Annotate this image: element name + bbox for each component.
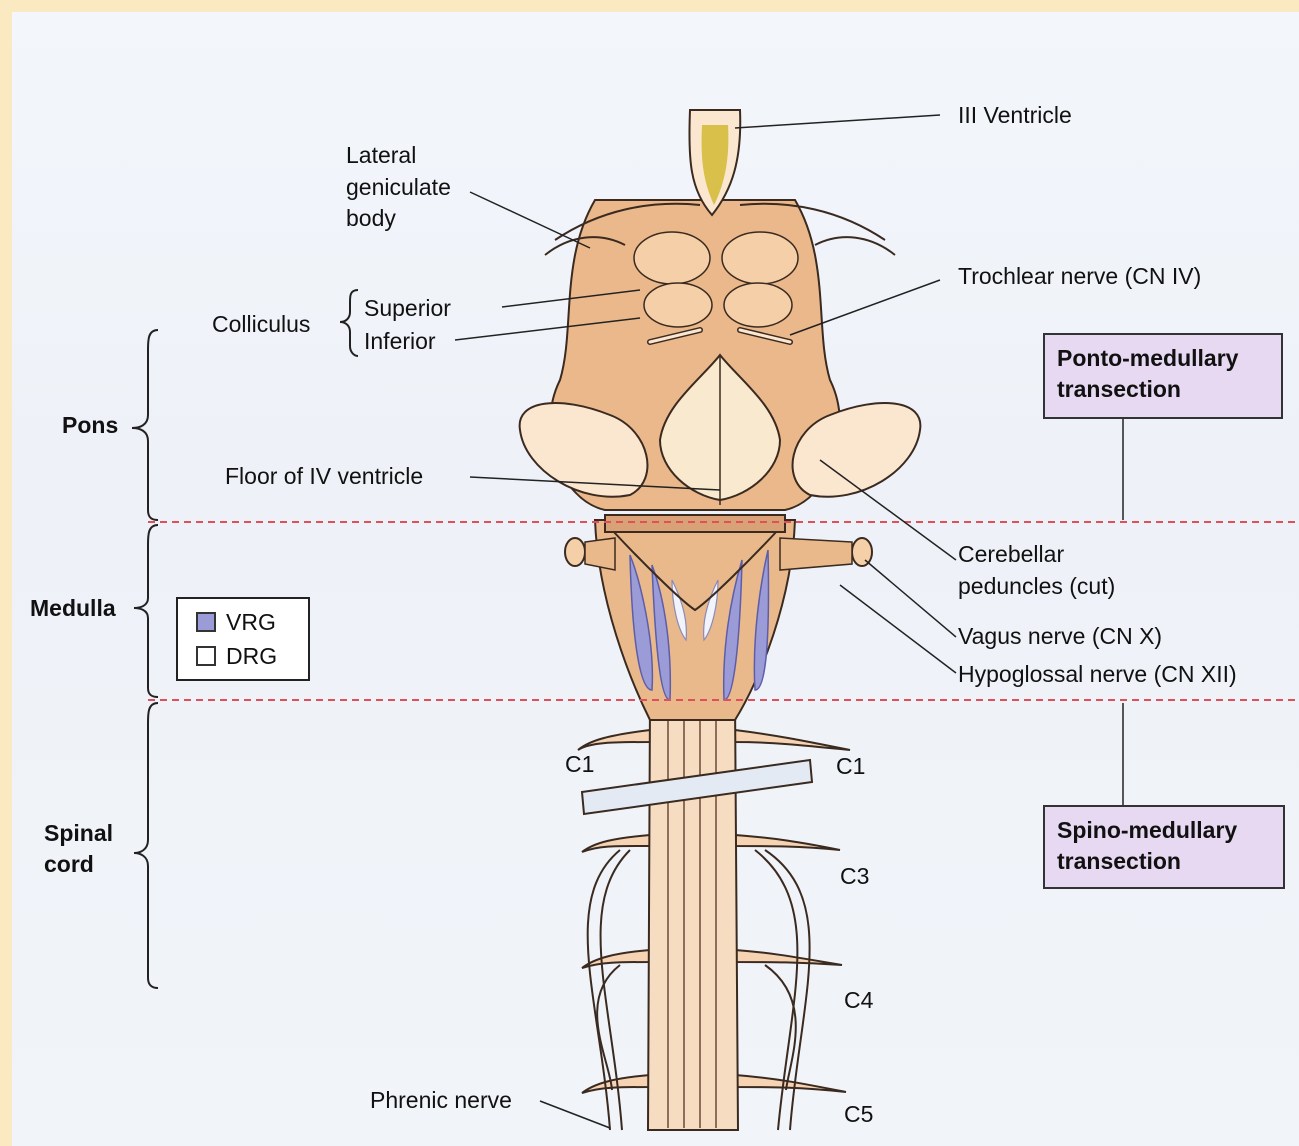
label-iii-ventricle: III Ventricle <box>958 101 1072 131</box>
label-vagus-nerve: Vagus nerve (CN X) <box>958 622 1162 652</box>
label-lateral-geniculate-body: Lateral geniculate body <box>346 140 451 235</box>
label-c4: C4 <box>844 986 873 1016</box>
label-pons: Pons <box>62 411 118 441</box>
vrg-swatch <box>196 612 216 632</box>
ponto-medullary-box: Ponto-medullary transection <box>1043 333 1283 419</box>
label-c3: C3 <box>840 862 869 892</box>
label-spinal-cord: Spinal cord <box>44 818 113 880</box>
label-hypoglossal-nerve: Hypoglossal nerve (CN XII) <box>958 660 1237 690</box>
label-c1-left: C1 <box>565 750 594 780</box>
label-colliculus: Colliculus <box>212 310 310 340</box>
label-cerebellar-peduncles: Cerebellar peduncles (cut) <box>958 538 1115 602</box>
legend-vrg: VRG <box>196 609 276 636</box>
legend-drg: DRG <box>196 643 277 670</box>
legend-drg-label: DRG <box>226 643 277 669</box>
label-floor-iv-ventricle: Floor of IV ventricle <box>225 462 423 492</box>
drg-swatch <box>196 646 216 666</box>
spino-medullary-box: Spino-medullary transection <box>1043 805 1285 889</box>
label-inferior: Inferior <box>364 327 436 357</box>
legend-vrg-label: VRG <box>226 609 276 635</box>
label-superior: Superior <box>364 294 451 324</box>
label-medulla: Medulla <box>30 594 116 624</box>
spinal-cord-shape <box>648 700 738 1130</box>
legend: VRG DRG <box>176 597 310 681</box>
label-phrenic-nerve: Phrenic nerve <box>370 1086 512 1116</box>
label-c1-right: C1 <box>836 752 865 782</box>
label-c5: C5 <box>844 1100 873 1130</box>
label-trochlear-nerve: Trochlear nerve (CN IV) <box>958 262 1201 292</box>
